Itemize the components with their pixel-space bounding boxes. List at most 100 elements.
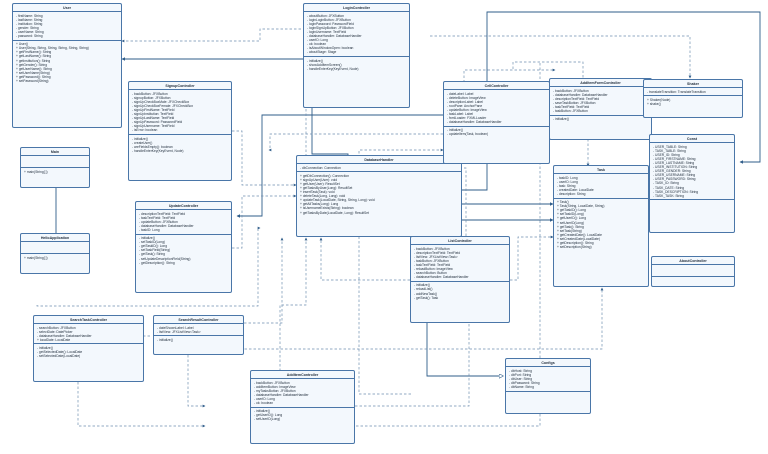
method: + setTask(String) bbox=[557, 228, 582, 233]
methods-section: - initialize()- setTaskID(Long)- getTask… bbox=[136, 235, 231, 267]
method: - areFieldsEmpty(): boolean bbox=[132, 144, 173, 149]
attributes-section: - aboutButton: JFXButton- loginLoginButt… bbox=[304, 12, 409, 58]
method: - getTask(): String bbox=[139, 252, 166, 257]
method: - showAddItemScreen() bbox=[307, 62, 342, 67]
attribute: - descriptionTextField: TextField bbox=[414, 250, 461, 255]
attribute: - USER_INSTITUTION: String bbox=[653, 165, 698, 170]
method: + setDescription(String) bbox=[557, 245, 592, 250]
attribute: - descriptionLabel: Label bbox=[447, 99, 483, 104]
class-add-item-form-controller: AddItemFormController- backButton: JFXBu… bbox=[549, 78, 652, 140]
method: + getTasksByUser(Long): ResultSet bbox=[300, 185, 353, 190]
method: - addNewTask() bbox=[414, 291, 438, 296]
class-name: User bbox=[13, 4, 121, 13]
class-name: AddItemFormController bbox=[550, 79, 651, 88]
method: + getGender(): String bbox=[16, 62, 48, 67]
method: - getTaskID(): Long bbox=[139, 244, 168, 249]
attribute: - createdDate: LocalDate bbox=[557, 187, 594, 192]
method: - initialize() bbox=[553, 117, 569, 122]
attribute: - taskTextField: TextField bbox=[139, 215, 176, 220]
methods-section: + getDbConnection(): Connection+ signUpU… bbox=[297, 172, 461, 216]
attribute: - signupButton: JFXButton bbox=[132, 95, 171, 100]
attribute: - searchButton: JFXButton bbox=[37, 325, 76, 330]
class-name: SearchResultController bbox=[154, 316, 243, 325]
attribute: - password: String bbox=[16, 34, 43, 39]
method: + getUserID(): Long bbox=[557, 216, 587, 221]
methods-section: - initialize()- getSelectedDate(): Local… bbox=[34, 344, 143, 359]
attribute: - TASK_ID: String bbox=[653, 181, 679, 186]
attribute: - USER_ID: String bbox=[653, 152, 680, 157]
attribute: - backButton: JFXButton bbox=[132, 91, 168, 96]
methods-section: + User()+ User(String, String, String, S… bbox=[13, 41, 121, 85]
class-list-controller: ListController- backButton: JFXButton- d… bbox=[410, 236, 510, 323]
dep-additem-search bbox=[187, 355, 206, 408]
attribute: - backButton: JFXButton bbox=[254, 380, 290, 385]
attribute: - TASK_TABLE: String bbox=[653, 148, 686, 153]
dep-search-db bbox=[36, 226, 261, 307]
attribute: - loginPassword: PasswordField bbox=[307, 21, 354, 26]
method: + isUsernameExists(String): boolean bbox=[300, 206, 354, 211]
method: + getTaskID(): Long bbox=[557, 208, 586, 213]
attribute: - TASK_DATE: String bbox=[653, 185, 685, 190]
class-name: UpdateController bbox=[136, 202, 231, 211]
attributes-section: - USER_TABLE: String- TASK_TABLE: String… bbox=[650, 143, 734, 201]
method: + Task(String, LocalDate, String) bbox=[557, 204, 605, 209]
attribute: - reloadButton: ImageView bbox=[414, 267, 453, 272]
method: + setTaskID(Long) bbox=[557, 212, 584, 217]
class-name: Shaker bbox=[644, 80, 742, 89]
attribute: - updateButton: JFXButton bbox=[139, 219, 178, 224]
attribute: - loginLoginButton: JFXButton bbox=[307, 17, 351, 22]
method: - setTaskID(Long) bbox=[139, 240, 166, 245]
method: + getDbConnection(): Connection bbox=[300, 173, 350, 178]
attributes-section: - translateTransition: TranslateTransiti… bbox=[644, 88, 742, 97]
attribute: - databaseHandler: DatabaseHandler bbox=[37, 333, 92, 338]
class-shaker: Shaker- translateTransition: TranslateTr… bbox=[643, 79, 743, 118]
attribute: - USER_TABLE: String bbox=[653, 144, 687, 149]
methods-section: - initialize() bbox=[154, 336, 243, 343]
attribute: - userName: String bbox=[16, 29, 44, 34]
method: + setUserName(String) bbox=[16, 70, 50, 75]
attribute: - aboutButton: JFXButton bbox=[307, 13, 345, 18]
dep-update-db bbox=[232, 194, 297, 249]
attribute: - databaseHandler: DatabaseHandler bbox=[553, 92, 608, 97]
methods-section: - initialize()- createUser()- areFieldsE… bbox=[129, 135, 231, 154]
method: + setCreatedDate(LocalDate) bbox=[557, 236, 600, 241]
attribute: - lastName: String bbox=[16, 17, 43, 22]
class-hello-application: HelloApplication+ main(String[ ]) bbox=[20, 233, 90, 274]
class-main: Main+ main(String[ ]) bbox=[20, 147, 90, 188]
method: - setUpdateDescriptionField(String) bbox=[139, 256, 191, 261]
attribute: - isAboutWindowOpen: boolean bbox=[307, 46, 354, 51]
dep-list-task bbox=[510, 235, 554, 281]
dep-signup-db bbox=[232, 130, 297, 187]
class-about-controller: AboutController bbox=[651, 256, 735, 287]
method: - initialize() bbox=[139, 236, 155, 241]
method: + getPassword(): String bbox=[16, 74, 51, 79]
dep-additem-cell bbox=[358, 148, 444, 395]
method: - getDescription(): String bbox=[139, 260, 175, 265]
dep-cell-db bbox=[268, 133, 443, 152]
method: + insertTask(Task): void bbox=[300, 190, 335, 195]
method: + getUserName(): String bbox=[16, 66, 52, 71]
attributes-section: - backButton: JFXButton- descriptionText… bbox=[411, 245, 509, 282]
method: - initialize() bbox=[307, 58, 323, 63]
attribute: - institution: String bbox=[16, 21, 43, 26]
class-add-item-controller: AddItemController- backButton: JFXButton… bbox=[250, 370, 355, 444]
attribute: - signUpUsername: TextField bbox=[132, 124, 175, 129]
class-name: CellController bbox=[444, 82, 549, 91]
methods-section: + Task()+ Task(String, LocalDate, String… bbox=[554, 199, 648, 251]
attributes-section: - dateLabel: Label- deleteButton: ImageV… bbox=[444, 90, 549, 127]
dep-result-db bbox=[217, 237, 284, 324]
methods-section: - initialize() bbox=[550, 116, 651, 123]
attributes-section: - descriptionTextField: TextField- taskT… bbox=[136, 210, 231, 235]
attribute: - userID: Long bbox=[557, 179, 578, 184]
attributes-section: - dbConnection: Connection bbox=[297, 164, 461, 173]
attribute: - dbPort: String bbox=[509, 372, 532, 377]
dep-db-cell2 bbox=[463, 68, 556, 150]
attributes-section: - backButton: JFXButton- databaseHandler… bbox=[550, 87, 651, 116]
attribute: - USER_PASSWORD: String bbox=[653, 177, 696, 182]
methods-section: + main(String[ ]) bbox=[21, 254, 89, 261]
attribute: - description: String bbox=[557, 191, 586, 196]
class-user: User- firstName: String- lastName: Strin… bbox=[12, 3, 122, 128]
method: + getDescription(): String bbox=[557, 241, 594, 245]
attribute: - taskButton: JFXButton bbox=[553, 109, 588, 114]
method: + User(String, String, String, String, S… bbox=[16, 46, 89, 51]
